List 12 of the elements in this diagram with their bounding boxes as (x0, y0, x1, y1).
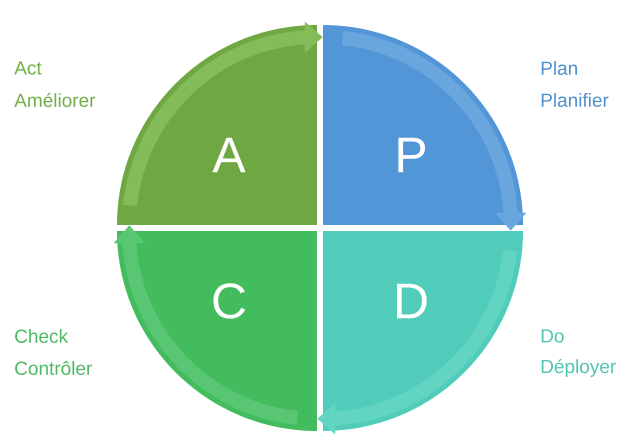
side-label: Améliorer (14, 92, 96, 108)
side-label: Do (542, 329, 564, 343)
side-label: Plan (542, 61, 577, 75)
quadrant: P (323, 25, 523, 225)
side-label: Act (14, 61, 42, 75)
side-label: Check (15, 329, 68, 343)
quadrant: A (117, 25, 317, 225)
side-label: Contrôler (15, 360, 92, 375)
side-label: Déployer (542, 359, 616, 377)
quadrant: C (117, 231, 317, 431)
quadrant: D (323, 231, 523, 431)
side-label: Planifier (542, 93, 608, 107)
